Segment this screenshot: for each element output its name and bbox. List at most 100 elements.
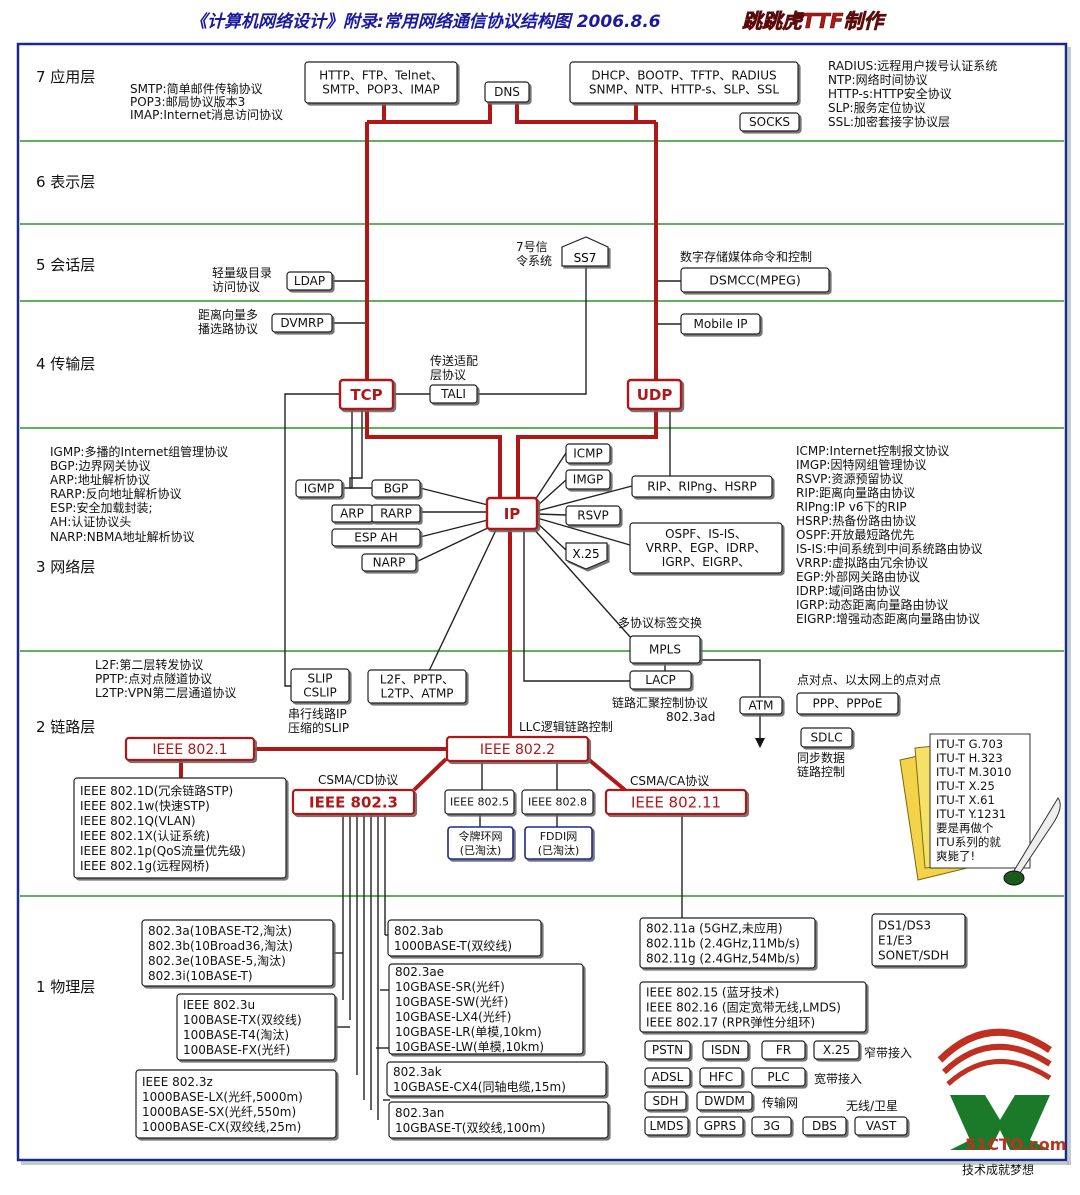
svg-text:IDRP:域间路由协议: IDRP:域间路由协议 — [796, 583, 900, 598]
dns-box: DNS — [484, 81, 530, 103]
std-8023ae-box-text: 10GBASE-LR(单模,10km) — [395, 1025, 542, 1039]
igmp-box-text: IGMP — [304, 482, 334, 496]
atm-box: ATM — [739, 696, 783, 715]
svg-text:SMTP:简单邮件传输协议: SMTP:简单邮件传输协议 — [130, 81, 263, 96]
ds-group-box-text: E1/E3 — [878, 934, 912, 948]
svg-text:NTP:网络时间协议: NTP:网络时间协议 — [828, 72, 928, 87]
narp-box-text: NARP — [373, 556, 406, 570]
dsmcc-box-text: DSMCC(MPEG) — [709, 272, 800, 287]
rip-box: RIP、RIPng、HSRP — [631, 475, 773, 498]
sdh-box: SDH — [644, 1091, 687, 1111]
ieee8022-box: IEEE 802.2 — [445, 735, 590, 763]
layer-label-2: 2 链路层 — [36, 718, 95, 736]
svg-text:ESP:安全加载封装;: ESP:安全加载封装; — [50, 500, 153, 515]
socks-box: SOCKS — [739, 112, 800, 132]
atm-arrow-icon — [755, 738, 765, 748]
layer-label-6: 6 表示层 — [36, 173, 95, 191]
dhcp-snmp-box: DHCP、BOOTP、TFTP、RADIUSSNMP、NTP、HTTP-s、SL… — [569, 61, 799, 104]
watermark-site: 51CTO.com — [965, 1135, 1066, 1154]
std-80211-box-text: 802.11g (2.4GHz,54Mb/s) — [646, 952, 800, 966]
slip-caption: 串行线路IP — [288, 706, 347, 721]
std-8023an-box-text: 802.3an — [395, 1106, 444, 1120]
dvmrp-box: DVMRP — [271, 313, 333, 333]
std-8023a-box-text: 802.3a(10BASE-T2,淘汰) — [148, 924, 292, 938]
esp-ah-box: ESP AH — [331, 528, 421, 547]
std-8023ae-box-text: 10GBASE-LX4(光纤) — [395, 1010, 511, 1024]
link-notes-left: L2F:第二层转发协议 PPTP:点对点隧道协议 L2TP:VPN第二层通道协议 — [95, 657, 236, 700]
svg-text:NARP:NBMA地址解析协议: NARP:NBMA地址解析协议 — [50, 529, 195, 544]
dwdm-box-text: DWDM — [704, 1094, 745, 1108]
rsvp-box-text: RSVP — [577, 509, 608, 523]
std-8023z-box: IEEE 802.3z1000BASE-LX(光纤,5000m)1000BASE… — [135, 1069, 337, 1139]
narp-box: NARP — [361, 553, 417, 572]
igmp-box: IGMP — [295, 479, 343, 498]
lacp-standard: 802.3ad — [666, 710, 715, 724]
std-8023a-box-text: 802.3b(10Broad36,淘汰) — [148, 939, 293, 953]
ospf-box-text: VRRP、EGP、IDRP、 — [646, 541, 767, 555]
tali-box-text: TALI — [440, 387, 466, 401]
svg-text:访问协议: 访问协议 — [212, 279, 260, 294]
rarp-box: RARP — [371, 504, 421, 523]
author-credit: 跳跳虎TTF制作 — [742, 9, 887, 33]
std-80211-box: 802.11a (5GHZ,未应用)802.11b (2.4GHz,11Mb/s… — [639, 917, 816, 969]
svg-text:IGMP:多播的Internet组管理协议: IGMP:多播的Internet组管理协议 — [50, 444, 228, 459]
layer-label-7: 7 应用层 — [36, 68, 95, 86]
ieee8023-box-text: IEEE 802.3 — [309, 794, 398, 812]
mpls-box: MPLS — [629, 635, 701, 664]
ieee8021-list-box-text: IEEE 802.1g(远程网桥) — [80, 858, 209, 873]
std-80215-box: IEEE 802.15 (蓝牙技术)IEEE 802.16 (固定宽带无线,LM… — [639, 981, 867, 1033]
rarp-box-text: RARP — [380, 507, 412, 521]
std-8023ae-box: 802.3ae10GBASE-SR(光纤)10GBASE-SW(光纤)10GBA… — [388, 963, 584, 1055]
fr-box: FR — [761, 1040, 806, 1060]
ieee8022-box-text: IEEE 802.2 — [480, 742, 555, 758]
app-notes-left: SMTP:简单邮件传输协议 POP3:邮局协议版本3 IMAP:Internet… — [130, 81, 283, 122]
std-8023an-box-text: 10GBASE-T(双绞线,100m) — [395, 1120, 546, 1135]
vast-box-text: VAST — [866, 1119, 897, 1133]
sdlc-caption: 同步数据 — [797, 750, 845, 765]
udp-box: UDP — [626, 378, 683, 411]
rsvp-box: RSVP — [565, 505, 621, 526]
std-8023u-box-text: IEEE 802.3u — [183, 998, 255, 1012]
bgp-box-text: BGP — [384, 482, 409, 496]
csma-cd-caption: CSMA/CD协议 — [318, 772, 398, 787]
hfc-box-text: HFC — [709, 1070, 733, 1084]
svg-text:ICMP:Internet控制报文协议: ICMP:Internet控制报文协议 — [796, 443, 949, 458]
mpls-caption: 多协议标签交换 — [618, 615, 702, 630]
std-8023ab-box-text: 1000BASE-T(双绞线) — [394, 938, 512, 953]
svg-text:OSPF:开放最短路优先: OSPF:开放最短路优先 — [796, 527, 914, 542]
adsl-box: ADSL — [644, 1067, 691, 1087]
ip-box-text: IP — [504, 505, 521, 523]
svg-text:VRRP:虚拟路由冗余协议: VRRP:虚拟路由冗余协议 — [796, 555, 928, 570]
ink-bottle-icon — [1003, 870, 1025, 886]
ieee8021-list-box-text: IEEE 802.1X(认证系统) — [80, 829, 210, 843]
x25-access-box-text: X.25 — [823, 1043, 850, 1057]
gprs-box: GPRS — [696, 1116, 744, 1136]
lmds-box-text: LMDS — [650, 1119, 684, 1133]
ds-group-box-text: DS1/DS3 — [878, 919, 931, 933]
svg-text:PPTP:点对点隧道协议: PPTP:点对点隧道协议 — [95, 671, 212, 686]
isdn-box: ISDN — [702, 1040, 749, 1060]
std-8023z-box-text: IEEE 802.3z — [142, 1075, 213, 1089]
dwdm-box: DWDM — [696, 1091, 753, 1111]
logo-mark-icon — [950, 1095, 1050, 1150]
lacp-box-text: LACP — [645, 673, 676, 687]
arp-box: ARP — [331, 504, 373, 523]
connector-lines — [284, 266, 761, 1120]
std-8023ae-box-text: 10GBASE-SW(光纤) — [395, 995, 508, 1009]
std-8023ab-box-text: 802.3ab — [394, 924, 443, 938]
svg-text:爽毙了!: 爽毙了! — [936, 849, 975, 863]
isdn-box-text: ISDN — [711, 1043, 740, 1057]
http-ftp-box-text: SMTP、POP3、IMAP — [322, 83, 439, 97]
ss7-text: SS7 — [574, 251, 597, 265]
tcp-box-text: TCP — [350, 386, 382, 404]
quill-pen-icon — [1011, 797, 1061, 877]
atm-box-text: ATM — [749, 699, 774, 713]
esp-ah-box-text: ESP AH — [354, 531, 397, 545]
svg-text:ITU-T X.61: ITU-T X.61 — [936, 793, 995, 807]
itu-note: ITU-T G.703 ITU-T H.323 ITU-T M.3010 ITU… — [899, 733, 1061, 886]
sdlc-box-text: SDLC — [811, 731, 843, 745]
mobile-ip-box: Mobile IP — [680, 313, 761, 335]
fddi-box-text: (已淘汰) — [538, 843, 580, 857]
